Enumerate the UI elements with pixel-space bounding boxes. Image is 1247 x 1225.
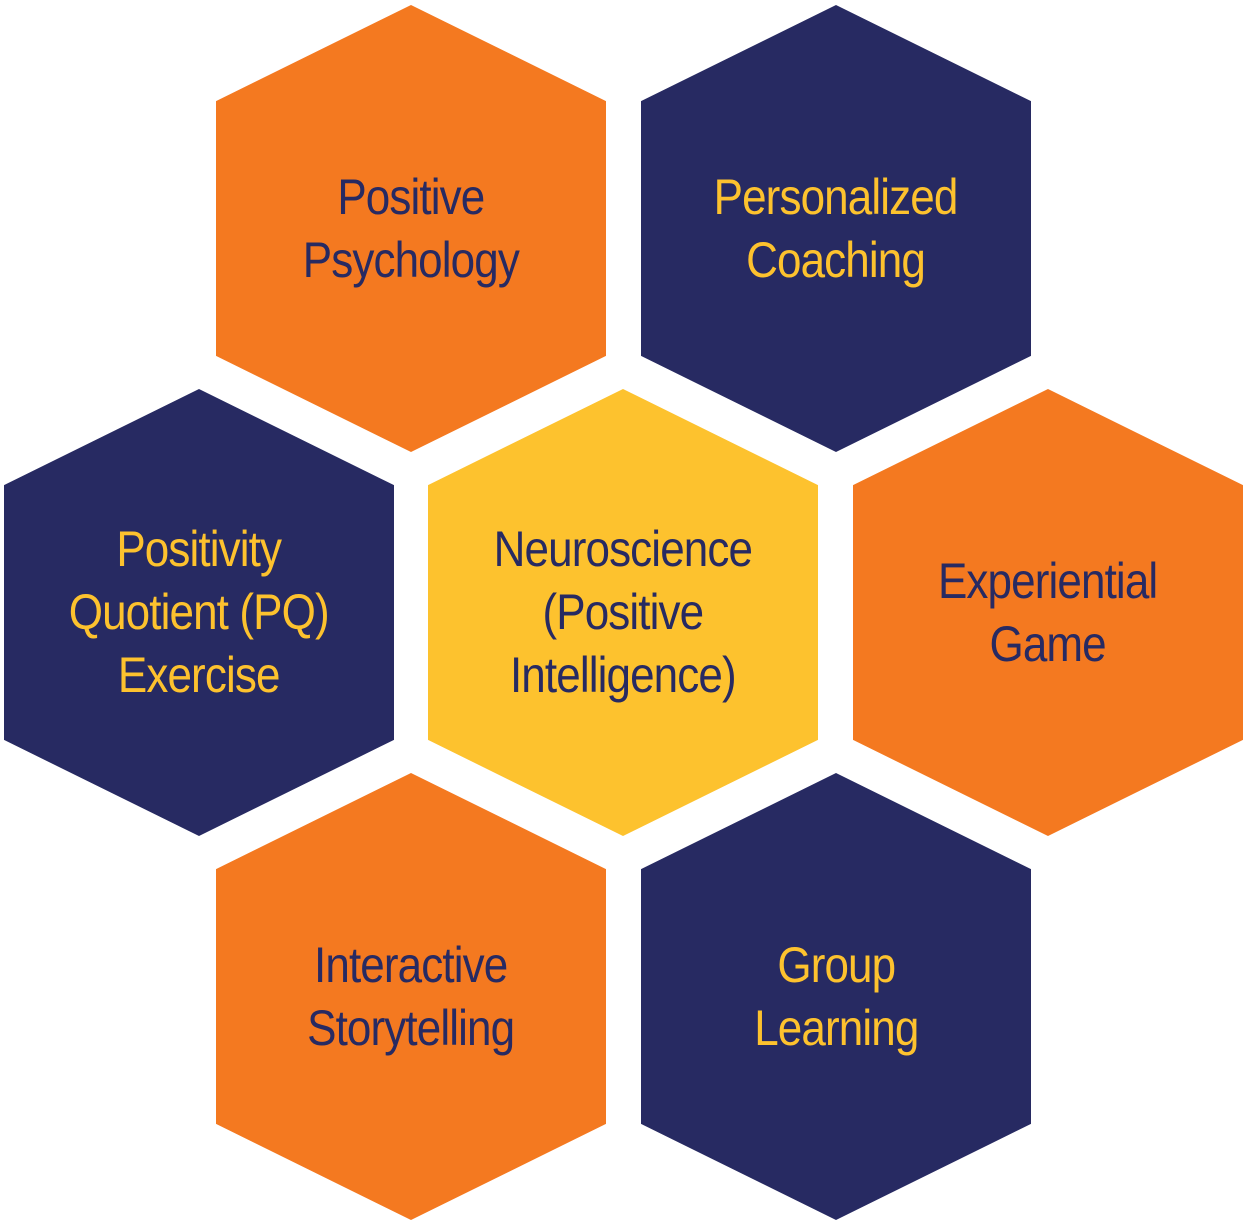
- hex-label-line: Experiential: [938, 552, 1158, 609]
- hex-neuroscience: Neuroscience (Positive Intelligence): [428, 389, 818, 836]
- hex-label-line: Psychology: [302, 231, 520, 288]
- hex-label: Neuroscience (Positive Intelligence): [493, 518, 753, 707]
- hex-label-line: Coaching: [746, 231, 927, 288]
- hex-label-line: Learning: [753, 999, 919, 1056]
- hex-label: Positive Psychology: [302, 166, 520, 292]
- hex-label: Positivity Quotient (PQ) Exercise: [68, 518, 330, 707]
- hex-label-line: (Positive: [542, 584, 705, 640]
- hex-label-line: Personalized: [714, 168, 959, 225]
- hex-label-line: Positivity: [116, 521, 283, 577]
- hex-label-line: Interactive: [314, 936, 508, 993]
- hex-label-line: Quotient (PQ): [68, 584, 330, 640]
- hex-label-line: Storytelling: [307, 999, 515, 1056]
- hex-positivity-quotient: Positivity Quotient (PQ) Exercise: [4, 389, 394, 836]
- hex-label: Group Learning: [753, 934, 919, 1060]
- hex-label: Personalized Coaching: [714, 166, 959, 292]
- hex-label-line: Neuroscience: [493, 521, 753, 577]
- hex-label: Experiential Game: [938, 550, 1158, 676]
- hex-label-line: Exercise: [118, 647, 281, 703]
- hex-positive-psychology: Positive Psychology: [216, 5, 606, 452]
- hex-label-line: Group: [777, 936, 896, 993]
- hex-label-line: Positive: [337, 168, 485, 225]
- hex-label-line: Game: [989, 615, 1107, 672]
- hex-group-learning: Group Learning: [641, 773, 1031, 1220]
- hex-interactive-storytelling: Interactive Storytelling: [216, 773, 606, 1220]
- hex-experiential-game: Experiential Game: [853, 389, 1243, 836]
- hex-personalized-coaching: Personalized Coaching: [641, 5, 1031, 452]
- hex-label-line: Intelligence): [510, 647, 737, 703]
- hex-label: Interactive Storytelling: [307, 934, 515, 1060]
